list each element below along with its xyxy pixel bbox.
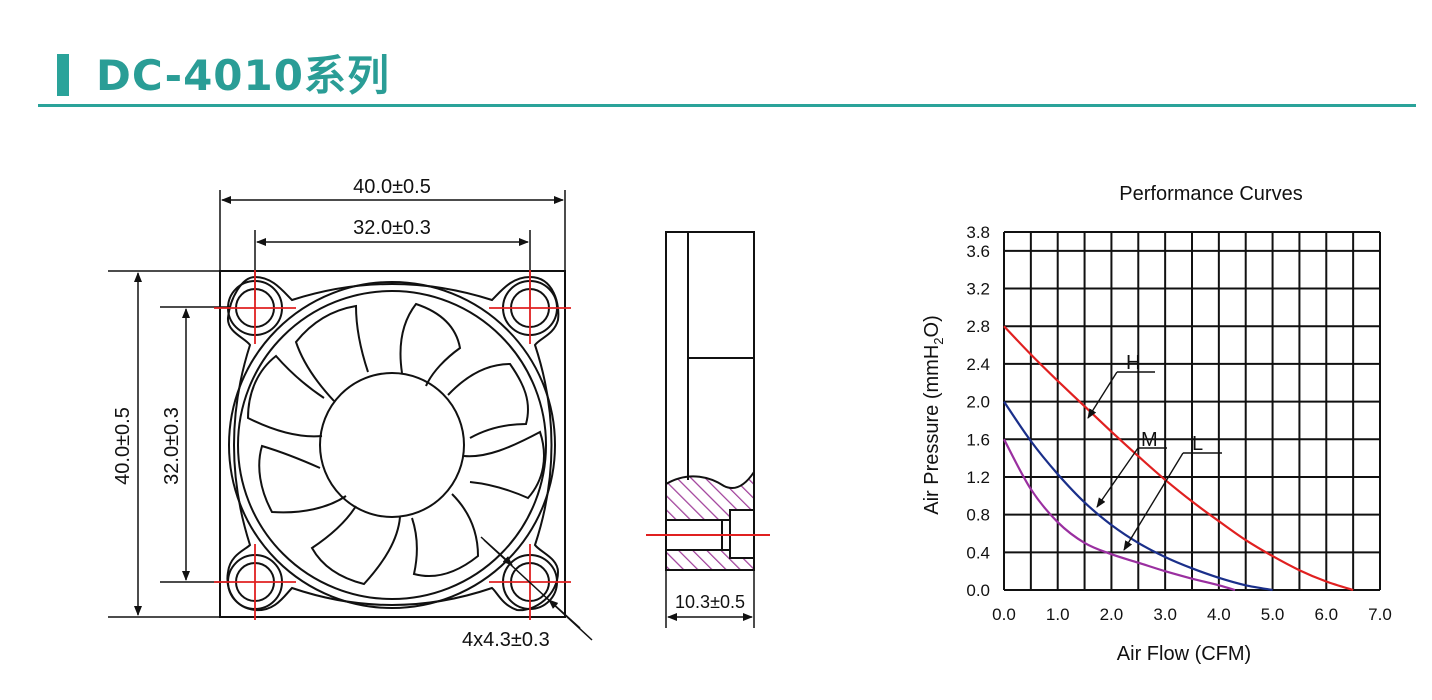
housing-contour xyxy=(226,275,560,612)
dim-hole-width: 32.0±0.3 xyxy=(353,217,431,239)
x-tick-labels: 0.0 1.0 2.0 3.0 4.0 5.0 6.0 7.0 xyxy=(992,605,1392,624)
header-rule xyxy=(38,104,1416,107)
side-view xyxy=(665,231,755,628)
dim-outer-height: 40.0±0.5 xyxy=(112,407,134,485)
front-view xyxy=(108,190,593,641)
hatched-section-top xyxy=(665,468,755,521)
x-axis-label: Air Flow (CFM) xyxy=(1117,643,1251,665)
y-tick-label-8: 3.2 xyxy=(966,280,990,299)
y-tick-labels: 0.0 0.4 0.8 1.2 1.6 2.0 2.4 2.8 3.2 3.63.8 xyxy=(966,223,990,600)
x-tick-label-5: 5.0 xyxy=(1261,605,1285,624)
curve-annotations xyxy=(1087,371,1222,551)
fan-hub xyxy=(319,372,465,518)
dim-hole-height: 32.0±0.3 xyxy=(161,407,183,485)
performance-chart: Performance Curves 0.0 0.4 0.8 1.2 1.6 2.0 2.4… xyxy=(921,183,1392,665)
title-accent-bar xyxy=(57,54,69,96)
venturi-outer-ring xyxy=(228,281,556,609)
y-tick-label-1: 0.4 xyxy=(966,543,990,562)
y-tick-label-4: 1.6 xyxy=(966,430,990,449)
dim-hole-spec: 4x4.3±0.3 xyxy=(462,629,550,651)
fan-blades xyxy=(246,302,545,586)
fan-frame-outline xyxy=(219,270,566,618)
y-tick-label-3: 1.2 xyxy=(966,468,990,487)
y-tick-label-2: 0.8 xyxy=(966,506,990,525)
series-line-M xyxy=(1003,400,1273,592)
y-tick-label-5: 2.0 xyxy=(966,393,990,412)
chart-title: Performance Curves xyxy=(1119,183,1302,205)
y-tick-label-6: 2.4 xyxy=(966,355,990,374)
y-tick-label-7: 2.8 xyxy=(966,317,990,336)
dim-outer-width: 40.0±0.5 xyxy=(353,176,431,198)
chart-grid xyxy=(1003,231,1381,591)
x-tick-label-6: 6.0 xyxy=(1314,605,1338,624)
series-line-L xyxy=(1003,438,1236,592)
x-tick-label-7: 7.0 xyxy=(1368,605,1392,624)
y-tick-label-0: 0.0 xyxy=(966,581,990,600)
venturi-inner-ring xyxy=(237,290,547,600)
series-label-H: H xyxy=(1126,352,1140,374)
chart-series xyxy=(1003,325,1354,592)
series-line-H xyxy=(1003,325,1354,592)
series-label-L: L xyxy=(1192,433,1203,455)
x-tick-label-0: 0.0 xyxy=(992,605,1016,624)
x-tick-label-3: 3.0 xyxy=(1153,605,1177,624)
y-tick-label-10: 3.8 xyxy=(966,223,990,242)
x-tick-label-1: 1.0 xyxy=(1046,605,1070,624)
page-title: DC-4010系列 xyxy=(96,51,390,100)
y-axis-label: Air Pressure (mmH2O) xyxy=(921,315,946,514)
dim-thickness: 10.3±0.5 xyxy=(675,592,745,612)
series-label-M: M xyxy=(1141,429,1158,451)
y-tick-label-9: 3.6 xyxy=(966,242,990,261)
header: DC-4010系列 xyxy=(0,0,1432,110)
x-tick-label-2: 2.0 xyxy=(1100,605,1124,624)
x-tick-label-4: 4.0 xyxy=(1207,605,1231,624)
